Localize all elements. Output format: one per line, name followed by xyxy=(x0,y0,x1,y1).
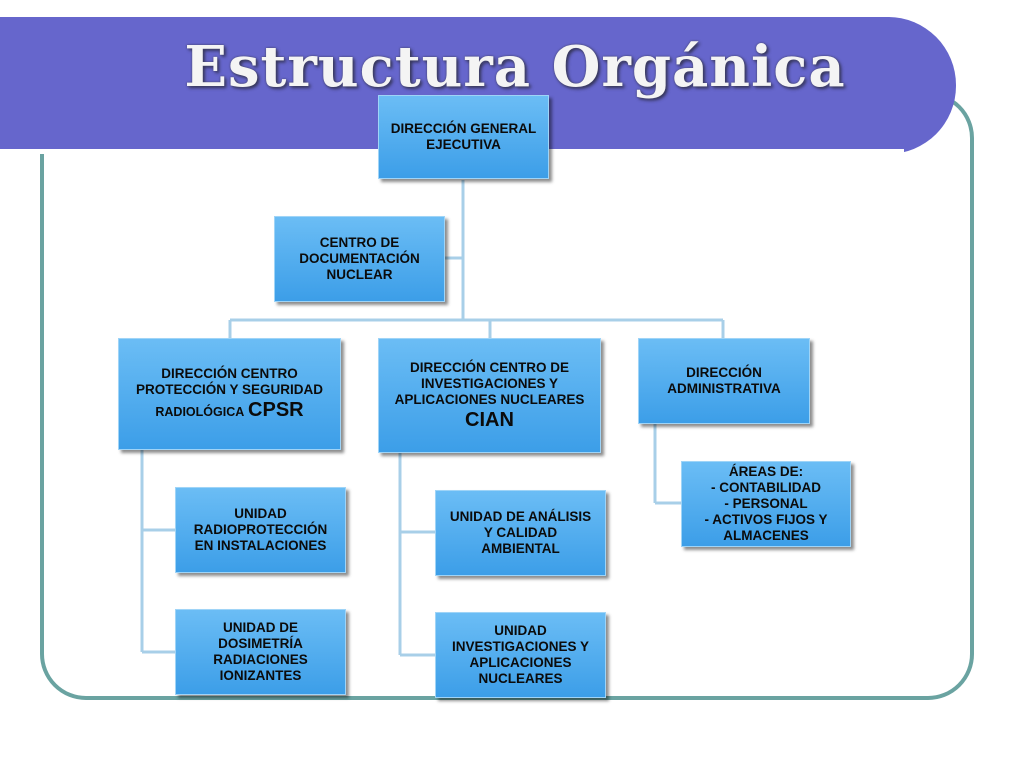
node-label-line: APLICACIONES NUCLEARES xyxy=(394,391,585,407)
node-unidad-analisis-calidad-ambiental: UNIDAD DE ANÁLISIS Y CALIDAD AMBIENTAL xyxy=(435,490,606,576)
node-label-line: DOSIMETRÍA xyxy=(218,636,303,651)
node-label-line: RADIACIONES xyxy=(213,652,308,667)
node-label-line: INVESTIGACIONES Y xyxy=(420,375,559,391)
node-label-line: UNIDAD DE ANÁLISIS xyxy=(449,509,592,524)
node-label-line: DOCUMENTACIÓN xyxy=(299,251,420,266)
node-label-line: ADMINISTRATIVA xyxy=(667,381,781,396)
node-unidad-dosimetria: UNIDAD DE DOSIMETRÍA RADIACIONES IONIZAN… xyxy=(175,609,346,695)
node-acronym: CIAN xyxy=(465,408,514,431)
node-label-line: RADIOPROTECCIÓN xyxy=(193,522,328,537)
node-label-line: Y CALIDAD xyxy=(483,525,558,540)
node-label-line: UNIDAD xyxy=(234,506,287,521)
node-direccion-cpsr: DIRECCIÓN CENTRO PROTECCIÓN Y SEGURIDAD … xyxy=(118,338,341,450)
node-unidad-investigaciones-aplicaciones: UNIDAD INVESTIGACIONES Y APLICACIONES NU… xyxy=(435,612,606,698)
node-label-line: IONIZANTES xyxy=(219,668,302,683)
node-label-line: PROTECCIÓN Y SEGURIDAD xyxy=(135,382,324,397)
node-direccion-general-ejecutiva: DIRECCIÓN GENERAL EJECUTIVA xyxy=(378,95,549,179)
node-label-small: RADIOLÓGICA xyxy=(155,405,245,419)
node-label-line: NUCLEARES xyxy=(478,671,563,686)
node-label-line: CENTRO DE xyxy=(319,235,400,250)
node-label-line: - CONTABILIDAD xyxy=(711,480,821,495)
node-label-line: DIRECCIÓN GENERAL xyxy=(390,121,537,136)
node-label-line: DIRECCIÓN xyxy=(686,365,762,380)
node-label-line: NUCLEAR xyxy=(326,267,393,282)
node-label-line: - ACTIVOS FIJOS Y xyxy=(704,512,828,527)
node-label-line: ALMACENES xyxy=(723,528,809,543)
node-areas-administrativas: ÁREAS DE: - CONTABILIDAD - PERSONAL - AC… xyxy=(681,461,851,547)
node-direccion-administrativa: DIRECCIÓN ADMINISTRATIVA xyxy=(638,338,810,424)
node-label-line: RADIOLÓGICA CPSR xyxy=(155,398,303,422)
node-acronym: CPSR xyxy=(248,399,304,421)
slide-title: Estructura Orgánica xyxy=(184,34,846,100)
node-label-line: DIRECCIÓN CENTRO xyxy=(161,366,298,381)
node-label-line: APLICACIONES xyxy=(469,655,572,670)
node-centro-documentacion-nuclear: CENTRO DE DOCUMENTACIÓN NUCLEAR xyxy=(274,216,445,302)
node-label-line: UNIDAD DE xyxy=(222,620,298,635)
node-label-line: UNIDAD xyxy=(494,623,547,638)
node-label-line: EN INSTALACIONES xyxy=(194,538,327,553)
node-label-line: DIRECCIÓN CENTRO DE xyxy=(409,359,569,375)
node-label-line: EJECUTIVA xyxy=(426,137,501,152)
node-label-line: INVESTIGACIONES Y xyxy=(451,639,590,654)
node-label-line: - PERSONAL xyxy=(724,496,808,511)
node-unidad-radioproteccion: UNIDAD RADIOPROTECCIÓN EN INSTALACIONES xyxy=(175,487,346,573)
node-direccion-cian: DIRECCIÓN CENTRO DE INVESTIGACIONES Y AP… xyxy=(378,338,601,453)
node-label-line: ÁREAS DE: xyxy=(728,464,804,479)
node-label-line: AMBIENTAL xyxy=(481,541,560,556)
